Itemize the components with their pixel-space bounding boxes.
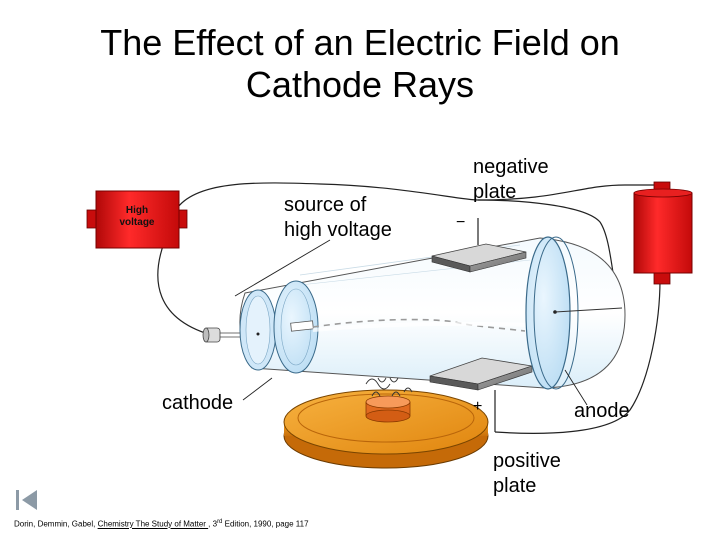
title-line-1: The Effect of an Electric Field on — [100, 22, 620, 63]
minus-sign: − — [456, 214, 466, 231]
anode-disk — [525, 236, 623, 390]
leader-lines — [234, 239, 588, 406]
leader-source — [234, 239, 331, 297]
page-title: The Effect of an Electric Field on Catho… — [0, 22, 720, 106]
leader-anode — [564, 369, 588, 406]
wires — [157, 182, 661, 434]
leader-cathode — [242, 377, 273, 401]
label-positive-plate-line-2: plate — [493, 475, 537, 497]
wire-cathode — [157, 239, 216, 337]
wire-top — [177, 182, 655, 208]
high-voltage-label-line-1: High — [125, 205, 149, 216]
high-voltage-label-line-2: voltage — [119, 217, 155, 228]
power-cylinder — [633, 181, 693, 285]
label-positive-plate: positive plate — [493, 449, 561, 499]
back-to-start-icon[interactable] — [14, 487, 40, 513]
citation-edition-sup: rd — [217, 519, 223, 525]
citation-edition-post: Edition, 1990, page 117 — [222, 519, 309, 529]
heater-base — [283, 389, 489, 469]
label-source-high-voltage: source of high voltage — [284, 193, 392, 243]
label-negative-plate: negative plate — [473, 155, 549, 205]
citation-edition-pre: , 3 — [208, 519, 218, 529]
citation-authors: Dorin, Demmin, Gabel, — [14, 519, 98, 529]
citation: Dorin, Demmin, Gabel, Chemistry The Stud… — [14, 519, 309, 529]
label-positive-plate-line-1: positive — [493, 450, 561, 472]
label-anode: anode — [574, 400, 630, 422]
label-source-line-2: high voltage — [284, 219, 392, 241]
plus-sign: + — [473, 398, 483, 415]
high-voltage-box — [86, 190, 188, 249]
citation-book-link[interactable]: Chemistry The Study of Matter — [97, 519, 209, 529]
label-negative-plate-line-2: plate — [473, 181, 517, 203]
label-source-line-1: source of — [284, 194, 367, 216]
label-negative-plate-line-1: negative — [473, 156, 549, 178]
positive-plate — [429, 357, 533, 391]
negative-plate — [431, 243, 527, 273]
label-cathode: cathode — [162, 392, 234, 414]
wire-anode — [494, 279, 661, 434]
title-line-2: Cathode Rays — [245, 64, 475, 105]
high-voltage-label: High voltage — [97, 205, 177, 229]
